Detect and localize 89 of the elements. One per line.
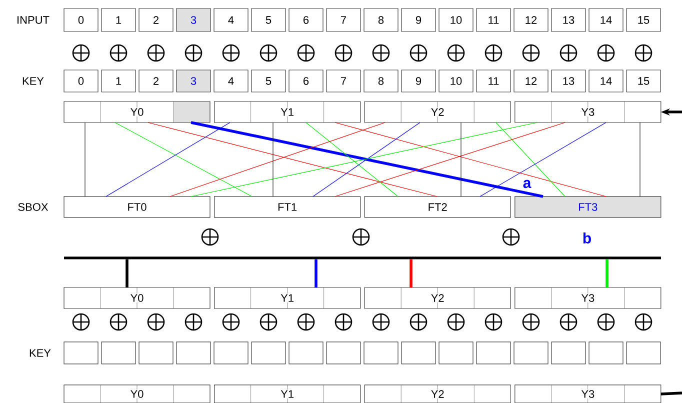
empty-cell (176, 342, 211, 364)
sbox-box: FT1 (214, 196, 361, 218)
connector-line (306, 122, 398, 197)
band-box: Y0 (64, 101, 210, 123)
band-box: Y0 (64, 287, 210, 309)
cell-box: 13 (551, 70, 586, 92)
empty-cell (288, 342, 324, 364)
cell-box: 4 (214, 8, 248, 32)
connector-line (496, 122, 566, 197)
cell-box: 7 (326, 70, 361, 92)
band-box: Y0 (64, 384, 210, 403)
empty-cell (251, 342, 286, 364)
cell-box: 12 (514, 70, 548, 92)
cell-box: 7 (326, 8, 361, 32)
cell-box: 0 (64, 70, 98, 92)
cell-box: 10 (438, 8, 474, 32)
connector-line (314, 259, 318, 288)
empty-cell (626, 342, 661, 364)
band-box: Y2 (364, 101, 511, 123)
edge-label: a (522, 178, 532, 190)
cell-box: 15 (626, 70, 661, 92)
cell-box: 5 (251, 8, 286, 32)
band-box: Y2 (364, 287, 511, 309)
cell-box: 9 (401, 8, 436, 32)
cell-box: 2 (138, 70, 174, 92)
empty-cell (101, 342, 136, 364)
cell-box: 11 (476, 70, 511, 92)
cell-box: 6 (288, 8, 324, 32)
row-label: INPUT (18, 16, 50, 24)
connector-line (410, 259, 412, 288)
cell-box: 8 (364, 70, 398, 92)
sbox-box: FT0 (64, 196, 210, 218)
band-box: Y2 (364, 384, 511, 403)
empty-cell (214, 342, 248, 364)
empty-cell (364, 342, 398, 364)
cell-box: 6 (288, 70, 324, 92)
connector-line (84, 122, 86, 197)
empty-cell (326, 342, 361, 364)
sbox-box: FT3 (514, 196, 662, 218)
row-label: SBOX (18, 203, 48, 211)
cell-box: 13 (551, 8, 586, 32)
empty-cell (551, 342, 586, 364)
connector-line (460, 122, 462, 197)
connector-line (606, 259, 608, 288)
connector-line (660, 392, 682, 396)
connector-line (272, 122, 274, 197)
row-label: KEY (30, 349, 51, 357)
cell-box: 3 (176, 70, 211, 92)
band-box: Y3 (514, 384, 662, 403)
connector-line (334, 122, 566, 197)
cell-box: 2 (138, 8, 174, 32)
cell-box: 3 (176, 8, 211, 32)
band-box: Y1 (214, 384, 361, 403)
cell-box: 9 (401, 70, 436, 92)
cell-box: 15 (626, 8, 661, 32)
connector-line (480, 122, 606, 197)
cell-box: 10 (438, 70, 474, 92)
connector-line (148, 122, 438, 197)
connector-line (170, 122, 386, 197)
cell-box: 5 (251, 70, 286, 92)
band-box: Y3 (514, 101, 662, 123)
empty-cell (588, 342, 624, 364)
empty-cell (476, 342, 511, 364)
cell-box: 0 (64, 8, 98, 32)
cell-box: 1 (101, 8, 136, 32)
connector-line (114, 122, 252, 197)
cell-box: 12 (514, 8, 548, 32)
sbox-box: FT2 (364, 196, 511, 218)
cell-box: 4 (214, 70, 248, 92)
cell-box: 8 (364, 8, 398, 32)
band-box: Y1 (214, 101, 361, 123)
cell-box: 11 (476, 8, 511, 32)
connector-line (126, 259, 128, 288)
row-label: b (583, 232, 591, 244)
connector-line (312, 122, 420, 197)
empty-cell (138, 342, 174, 364)
empty-cell (401, 342, 436, 364)
bus-line (64, 256, 661, 260)
row-label: KEY (22, 77, 44, 85)
cell-box: 1 (101, 70, 136, 92)
empty-cell (438, 342, 474, 364)
empty-cell (514, 342, 548, 364)
band-box: Y3 (514, 287, 662, 309)
cell-box: 14 (588, 70, 624, 92)
connector-line (334, 122, 606, 197)
connector-line (106, 122, 230, 197)
empty-cell (64, 342, 98, 364)
band-box: Y1 (214, 287, 361, 309)
cell-box: 14 (588, 8, 624, 32)
